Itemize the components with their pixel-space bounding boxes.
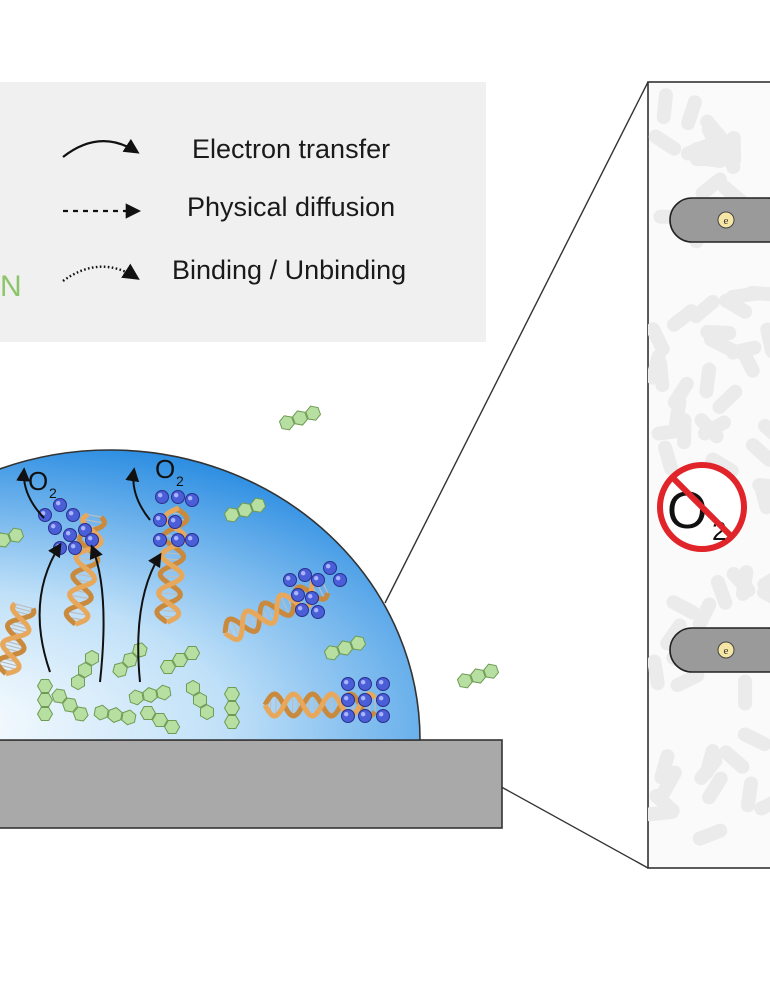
electron-pill: e <box>669 197 770 243</box>
oxygen-release-arrow <box>125 467 151 521</box>
texture-capsule <box>666 595 700 620</box>
ligand-molecule <box>223 687 241 729</box>
texture-capsule <box>712 384 743 414</box>
legend-label-binding-unbinding: Binding / Unbinding <box>172 255 407 285</box>
legend-line-dotted-arrow <box>62 263 140 282</box>
texture-capsule <box>718 745 750 774</box>
texture-capsule <box>699 362 717 399</box>
ligand-molecule <box>71 649 99 691</box>
texture-capsule <box>694 753 723 786</box>
svg-text:2: 2 <box>176 473 184 489</box>
texture-capsule <box>752 477 770 495</box>
texture-capsule <box>657 765 682 799</box>
texture-capsule <box>656 88 673 125</box>
ligand-molecule <box>51 688 89 722</box>
no-oxygen-icon: O 2 <box>657 462 747 552</box>
dna-helix <box>262 691 377 719</box>
electron-pill: e <box>669 627 770 673</box>
texture-capsule <box>648 322 670 357</box>
ligand-molecule <box>278 405 322 431</box>
ligand-molecule <box>128 684 172 706</box>
ligand-layer <box>0 405 500 734</box>
dna-layer <box>0 505 377 719</box>
texture-capsule <box>726 566 756 598</box>
electron-transfer-arrow <box>38 542 62 673</box>
legend-partial-letter: N <box>0 270 22 303</box>
binder-molecule <box>283 561 347 619</box>
texture-capsule <box>744 285 770 302</box>
texture-capsule <box>649 788 680 818</box>
texture-capsule <box>681 95 702 131</box>
texture-capsule <box>667 376 694 410</box>
texture-capsule <box>725 340 762 360</box>
legend-line-solid-arrow <box>62 138 140 158</box>
texture-capsule <box>738 674 753 711</box>
zoom-line-top <box>384 81 649 604</box>
electron-transfer-arrow <box>89 544 105 683</box>
electron-transfer-arrow <box>137 552 162 683</box>
texture-capsule <box>695 172 727 201</box>
svg-text:e: e <box>724 215 729 227</box>
ligand-molecule <box>139 706 181 734</box>
ligand-molecule <box>456 663 500 689</box>
svg-text:2: 2 <box>49 485 57 501</box>
ligand-molecule <box>93 704 137 726</box>
oxygen-label: O 2 <box>28 466 57 501</box>
ligand-molecule <box>185 679 214 721</box>
texture-capsule <box>757 585 770 610</box>
oxygen-release-arrow <box>16 467 45 519</box>
svg-text:O: O <box>155 454 175 484</box>
texture-capsule <box>670 668 705 693</box>
legend-panel <box>0 82 486 342</box>
texture-capsule <box>700 324 737 341</box>
svg-text:e: e <box>724 645 729 657</box>
legend-label-physical-diffusion: Physical diffusion <box>187 192 396 222</box>
texture-capsule <box>658 440 679 476</box>
ligand-molecule <box>159 646 201 675</box>
texture-capsule <box>660 618 687 651</box>
texture-capsule <box>666 304 699 332</box>
texture-capsule <box>710 574 733 610</box>
texture-capsule <box>745 438 770 467</box>
ligand-molecule <box>0 527 25 548</box>
binder-layer <box>38 490 390 723</box>
ligand-molecule <box>112 642 148 678</box>
electrode-substrate <box>0 739 503 829</box>
panel-texture <box>648 88 770 846</box>
texture-capsule <box>757 566 770 592</box>
texture-capsule <box>740 776 759 813</box>
texture-capsule <box>688 294 720 324</box>
texture-capsule <box>648 129 682 156</box>
texture-capsule <box>737 727 770 752</box>
texture-capsule <box>694 413 724 444</box>
texture-capsule <box>654 749 675 785</box>
ligand-molecule <box>323 635 367 661</box>
texture-capsule <box>702 771 728 805</box>
texture-capsule <box>653 356 670 393</box>
ligand-molecule <box>36 679 54 721</box>
svg-text:O: O <box>28 466 48 496</box>
dna-helix <box>0 601 37 677</box>
texture-capsule <box>754 791 770 816</box>
texture-capsule <box>692 597 717 632</box>
texture-capsule <box>648 654 665 691</box>
ligand-molecule <box>223 497 267 523</box>
texture-capsule <box>689 140 726 157</box>
legend-label-electron-transfer: Electron transfer <box>192 134 391 164</box>
texture-capsule <box>757 418 770 448</box>
binder-molecule <box>341 677 390 723</box>
oxygen-label: O 2 <box>155 454 184 489</box>
texture-capsule <box>692 823 728 846</box>
binder-molecule <box>153 490 199 547</box>
